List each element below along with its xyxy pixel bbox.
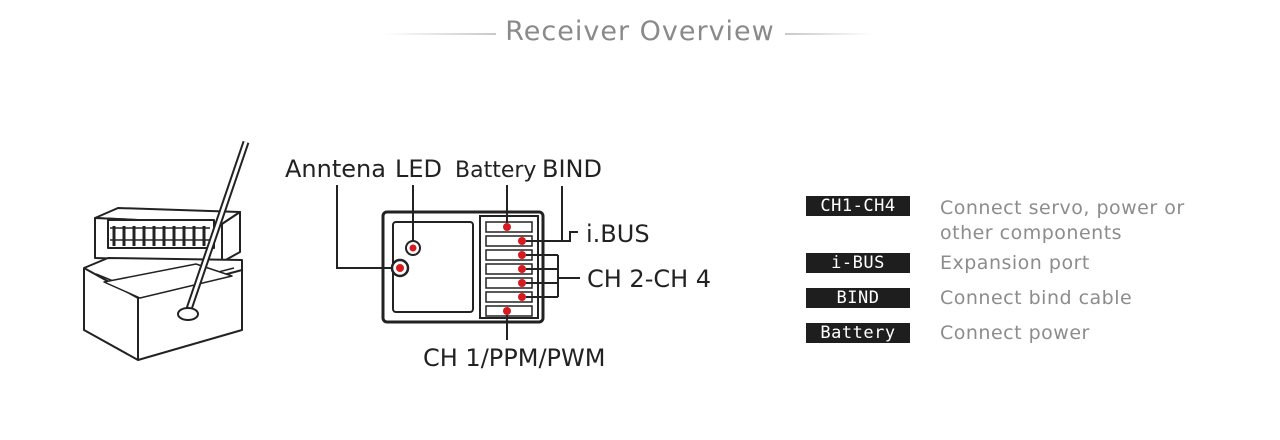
pin-indicators [503, 223, 526, 315]
legend-desc-bind: Connect bind cable [940, 287, 1133, 309]
title-block: Receiver Overview [0, 14, 1280, 54]
leader-lines [336, 185, 580, 340]
label-antenna: Anntena [285, 155, 386, 183]
label-ch1: CH 1/PPM/PWM [423, 344, 605, 372]
label-ibus: i.BUS [586, 220, 650, 248]
legend-desc-line: Connect servo, power or [940, 197, 1185, 219]
title-rule-left [383, 33, 496, 35]
legend-key-bind: BIND [806, 288, 910, 308]
label-led: LED [395, 155, 442, 183]
legend-desc-battery: Connect power [940, 322, 1090, 344]
page-title: Receiver Overview [505, 16, 775, 47]
receiver-3d-illustration [83, 140, 250, 361]
label-battery: Battery [455, 158, 536, 183]
legend-desc-ch1-ch4: Connect servo, power or other components [940, 196, 1260, 246]
label-bind: BIND [542, 155, 602, 183]
label-ch2-ch4: CH 2-CH 4 [587, 265, 711, 293]
legend-key-ibus: i-BUS [806, 253, 910, 273]
receiver-schematic: Anntena LED Battery BIND i.BUS CH 2-CH 4… [285, 155, 711, 372]
pin-header [107, 219, 215, 249]
legend-desc-ibus: Expansion port [940, 252, 1090, 274]
legend-key-battery: Battery [806, 323, 910, 343]
legend-desc-line: other components [940, 222, 1123, 244]
title-rule-right [785, 33, 873, 35]
legend-key-ch1-ch4: CH1-CH4 [806, 196, 910, 216]
